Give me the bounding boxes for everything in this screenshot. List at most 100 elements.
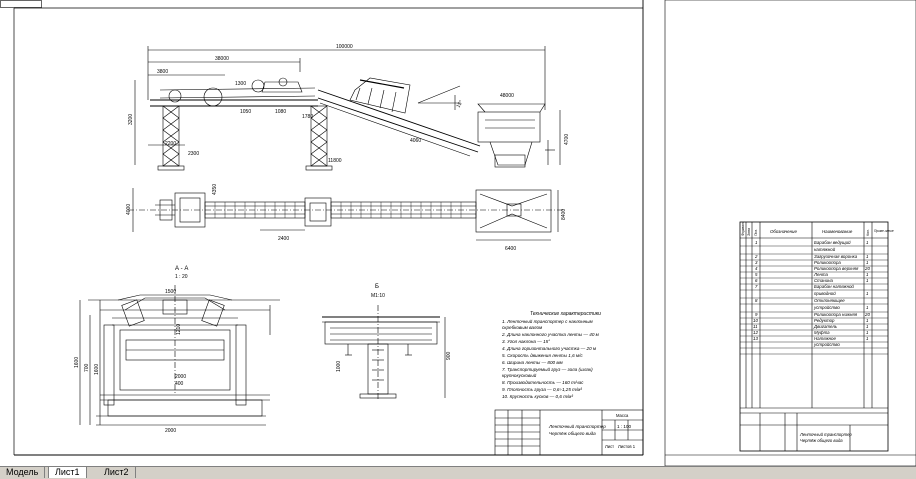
tech-line-9: крупнокусковый (502, 372, 537, 378)
spec-pos: 13 (753, 336, 758, 341)
dim-sub-length: 38000 (215, 56, 229, 62)
tech-line-10: 8. Производительность — 160 т/час (502, 380, 584, 385)
spec-name: Отклоняющее (814, 298, 845, 303)
title-name-1: Ленточный транспортер (548, 423, 606, 429)
dim-view-b-900: 900 (446, 351, 452, 360)
spec-qty: 20 (864, 312, 870, 317)
section-aa (79, 285, 280, 426)
spec-head-qty: Кол. (866, 229, 870, 236)
tech-title: Технические характеристики (530, 311, 601, 317)
tech-line-2: скребковым валом (502, 325, 543, 330)
section-aa-scale: 1 : 20 (175, 274, 188, 280)
spec-qty: 1 (866, 240, 869, 245)
spec-table (740, 222, 888, 451)
title-block-1-labels: Ленточный транспортер Чертёж общего вида… (548, 413, 636, 449)
side-elevation (134, 46, 561, 171)
spec-name: Роликоопора нижняя (814, 312, 858, 317)
dim-sec-1210: 1210 (176, 324, 182, 335)
spec-qty: 1 (866, 260, 869, 265)
spec-qty: 1 (866, 254, 869, 259)
view-b-labels: Б М1:10 900 1000 (336, 284, 452, 372)
spec-name: устройство (813, 305, 840, 310)
tab-sheet2[interactable]: Лист2 (98, 467, 136, 478)
spec-name: устройство (813, 342, 840, 347)
layout-tab-bar: Модель Лист1 Лист2 (0, 466, 916, 479)
tech-line-3: 2. Длина наклонного участка ленты — 40 м (501, 332, 600, 337)
spec-head-zone: Зона (747, 228, 751, 236)
spec-name: приводной (814, 291, 836, 296)
tab-sheet1[interactable]: Лист1 (48, 467, 87, 478)
spec-qty: 1 (866, 278, 869, 283)
spec-head-designation: Обозначение (770, 229, 797, 234)
spec-name: натяжной (814, 247, 836, 252)
spec-name: Лента (813, 272, 828, 277)
spec-pos: 2 (754, 254, 758, 259)
spec-name: Натяжное (814, 336, 836, 341)
plan-view (128, 188, 565, 241)
dim-1080: 1080 (275, 109, 286, 115)
title-sheets: Листов 1 (618, 444, 636, 449)
dim-4700: 4700 (564, 134, 570, 145)
spec-row-lines (740, 245, 888, 355)
dim-view-b-1000: 1000 (336, 361, 342, 372)
spec-head-name: Наименование (822, 229, 853, 234)
spec-name: Муфта (814, 330, 830, 335)
spec-pos: 1 (755, 240, 758, 245)
spec-head-format: Формат (741, 222, 745, 236)
spec-qty: 1 (866, 272, 869, 277)
spec-name: Загрузочная воронка (814, 254, 858, 259)
spec-labels: Формат Зона Поз. Обозначение Наименовани… (741, 222, 894, 443)
angle-label: 15° (456, 99, 465, 109)
dim-sec-400: 400 (175, 381, 184, 387)
section-aa-title: А - А (175, 266, 188, 272)
spec-name: Редуктор (814, 318, 835, 323)
spec-name: Барабан ведущий (814, 240, 851, 245)
spec-name: Роликоопора верхняя (814, 266, 859, 271)
dim-11800: 11800 (328, 158, 342, 164)
dim-plan-width: 4000 (126, 204, 132, 215)
spec-title-1: Ленточный транспортер (799, 432, 852, 437)
dim-overall-length: 100000 (336, 44, 353, 50)
tech-requirements: Технические характеристики 1. Ленточный … (501, 311, 601, 399)
dim-4060: 4060 (410, 138, 421, 144)
dim-sec-1600b: 1600 (94, 364, 100, 375)
dim-plan-2400: 2400 (278, 236, 289, 242)
spec-pos: 6 (755, 278, 758, 283)
title-mass: Масса (616, 413, 629, 418)
dim-3800: 3800 (157, 69, 168, 75)
view-b (322, 305, 446, 400)
spec-pos: 11 (753, 324, 758, 329)
title-sheet: Лист (605, 444, 614, 449)
plan-view-labels: 4000 4350 2400 6400 8400 (126, 184, 567, 252)
spec-qty: 20 (864, 266, 870, 271)
spec-pos: 9 (755, 312, 758, 317)
dim-48000: 48000 (500, 93, 514, 99)
spec-name: Станина (814, 278, 833, 283)
dim-1050: 1050 (240, 109, 251, 115)
drawing-svg: 100000 38000 3800 1300 1080 1780 1050 23… (0, 0, 916, 466)
spec-head-pos: Поз. (754, 229, 758, 236)
spec-title-2: Чертёж общего вида (800, 438, 843, 443)
dim-1780: 1780 (302, 114, 313, 120)
view-b-title: Б (375, 284, 379, 290)
spec-qty: 1 (866, 291, 869, 296)
dim-plan-8400: 8400 (561, 209, 567, 220)
dim-2300: 2300 (188, 151, 199, 157)
dim-plan-6400: 6400 (505, 246, 516, 252)
spec-frame (739, 221, 889, 452)
tech-line-6: 5. Скорость движения ленты 1,6 м/с (502, 353, 583, 358)
dim-plan-4350: 4350 (212, 184, 218, 195)
tab-model[interactable]: Модель (0, 467, 46, 478)
spec-pos: 10 (753, 318, 758, 323)
spec-pos: 3 (755, 260, 758, 265)
side-elevation-labels: 100000 38000 3800 1300 1080 1780 1050 23… (128, 44, 570, 164)
tech-line-4: 3. Угол наклона — 15° (502, 339, 550, 344)
drawing-canvas[interactable]: 100000 38000 3800 1300 1080 1780 1050 23… (0, 0, 916, 466)
spec-qty: 1 (866, 330, 869, 335)
dim-3200: 3200 (128, 114, 134, 125)
section-aa-labels: А - А 1 : 20 1500 400 2000 1210 1600 700… (74, 266, 188, 434)
dim-sec-1600: 1600 (74, 357, 80, 368)
tech-line-11: 9. Плотность груза — 0,6÷1,25 т/м³ (502, 387, 582, 392)
title-name-2: Чертёж общего вида (549, 431, 596, 436)
title-scale: 1 : 100 (617, 424, 631, 429)
